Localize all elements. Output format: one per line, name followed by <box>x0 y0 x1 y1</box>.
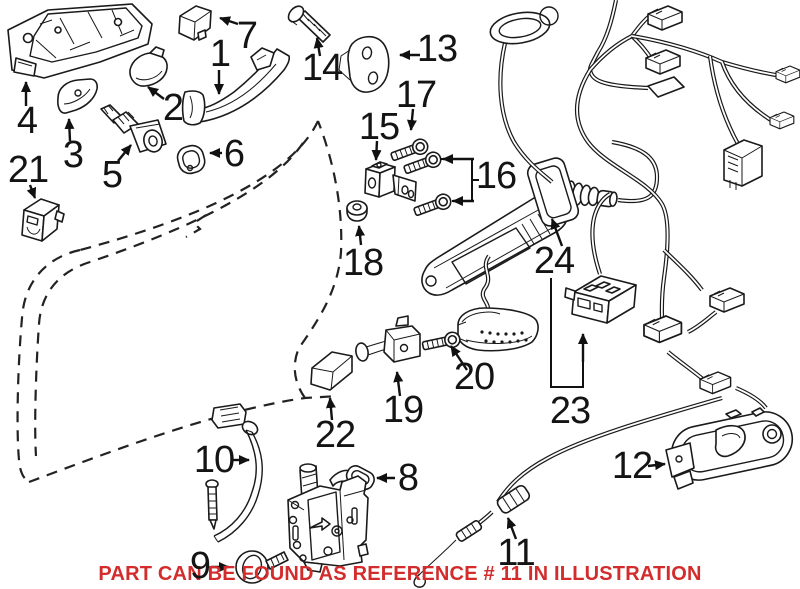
arrow-11 <box>506 517 518 540</box>
arrow-22 <box>325 397 336 421</box>
part-2-cover-illustration <box>129 46 168 87</box>
pod-holes <box>480 330 528 344</box>
arrow-5 <box>117 144 132 162</box>
part-24-module-illustration <box>564 275 637 324</box>
part-3-cover-illustration <box>57 78 98 114</box>
connector <box>775 65 800 84</box>
jamb-boot <box>489 11 551 45</box>
part-12-interior-handle-illustration <box>665 407 794 490</box>
arrow-21 <box>26 184 37 199</box>
arrow-15 <box>371 140 382 161</box>
arrow-20 <box>450 345 468 371</box>
part-8-lock-actuator-illustration <box>287 463 375 573</box>
arrow-7 <box>219 16 239 26</box>
part-13-striker-illustration <box>338 35 390 93</box>
reference-notice: PART CAN BE FOUND AS REFERENCE # 11 IN I… <box>98 563 702 585</box>
part-20-bolt-illustration <box>420 330 463 355</box>
arrow-3 <box>64 118 75 142</box>
part-11-bowden-cable-illustration <box>413 398 722 588</box>
connector <box>699 371 732 395</box>
part-1-exterior-handle-illustration <box>181 47 291 126</box>
arrow-12 <box>647 460 666 471</box>
connector <box>647 5 683 31</box>
part-21-clip-illustration <box>21 198 65 242</box>
door-outline-dashed <box>16 120 343 484</box>
part-19-check-strap-illustration <box>355 315 421 363</box>
part-10-cable-rail-illustration <box>205 403 263 543</box>
arrow-14 <box>313 37 324 57</box>
part-9-grommet-illustration <box>235 550 289 584</box>
connector <box>647 76 685 98</box>
part-4-handle-carrier-illustration <box>7 3 153 79</box>
part-14-screw-illustration <box>287 5 331 43</box>
connector <box>709 287 745 313</box>
arrow-18 <box>355 225 366 246</box>
ring-frame <box>526 157 580 227</box>
part-7-cap-illustration <box>178 5 212 41</box>
arrow-24 <box>550 218 564 247</box>
connector <box>645 49 681 75</box>
arrow-19 <box>393 371 404 397</box>
callout-arrows <box>21 16 666 572</box>
part-15-bracket-illustration <box>364 161 417 202</box>
arrow-17 <box>406 108 417 131</box>
connector <box>643 315 683 344</box>
part-22-foam-pad-illustration <box>310 351 353 391</box>
carrier-assembly-illustration <box>421 157 618 352</box>
arrow-2 <box>147 86 165 100</box>
part-5-lock-cylinder-illustration <box>100 104 167 153</box>
part-6-gasket-illustration <box>176 144 206 175</box>
bracket-23 <box>550 278 584 388</box>
wiring-harness-illustration <box>489 0 800 408</box>
part-18-grommet-illustration <box>346 200 368 222</box>
connector <box>769 111 795 130</box>
relay <box>723 139 763 190</box>
